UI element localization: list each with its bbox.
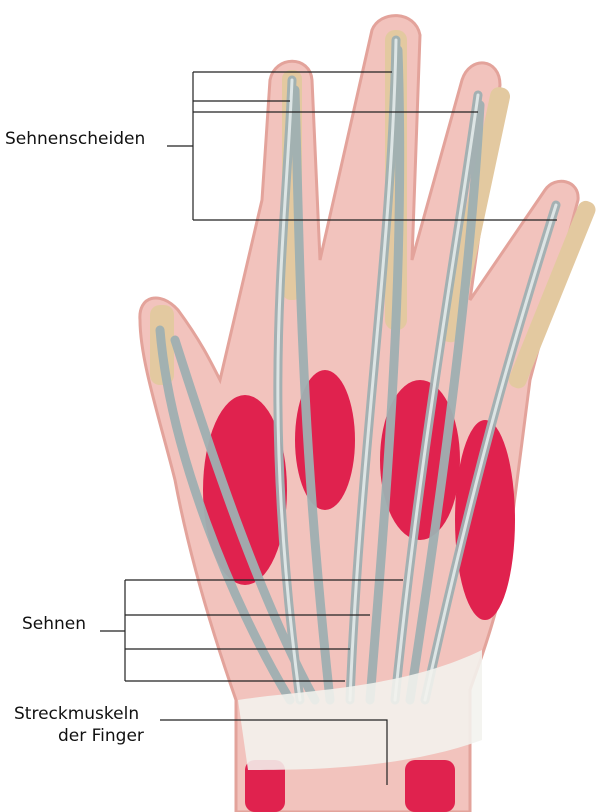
label-extensor-line2: der Finger <box>58 726 144 746</box>
leader-lines <box>100 71 557 785</box>
extensor-leader <box>160 719 388 785</box>
tendons-bracket <box>100 579 403 682</box>
tendon-highlights <box>276 38 558 702</box>
label-extensor-line1: Streckmuskeln <box>14 704 140 724</box>
extensor-retinaculum <box>238 650 482 770</box>
sheaths-bracket <box>167 71 557 221</box>
label-tendons: Sehnen <box>22 614 87 634</box>
label-tendon-sheaths: Sehnenscheiden <box>5 129 146 149</box>
